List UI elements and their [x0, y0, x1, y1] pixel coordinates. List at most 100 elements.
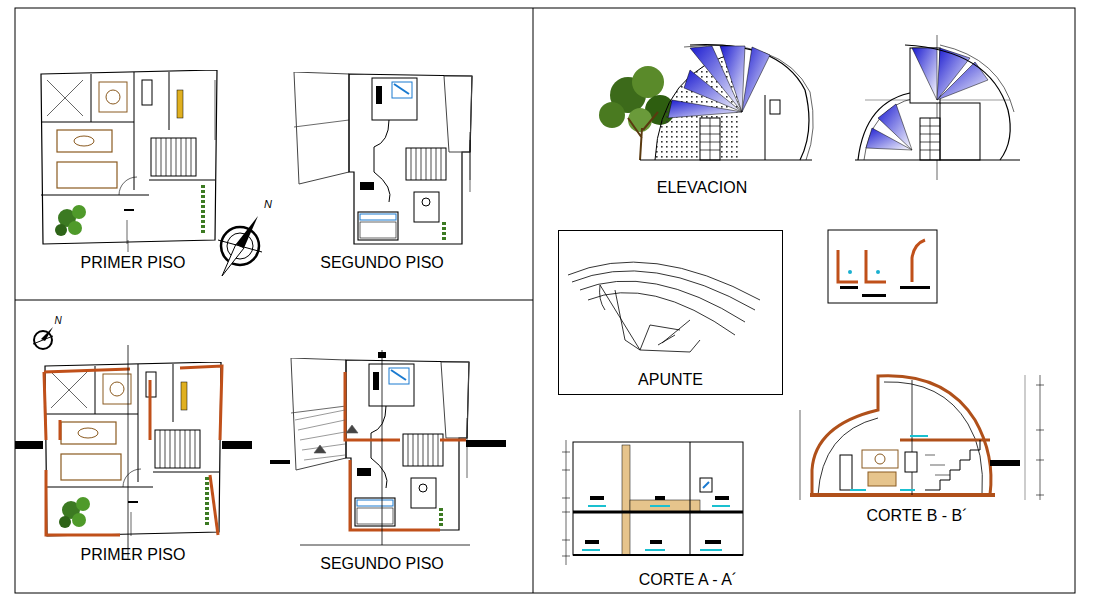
sketch-part: [640, 325, 680, 350]
sheet-frame-part: [15, 300, 533, 301]
roof-slope-part: [314, 445, 326, 453]
tree-part: [628, 112, 658, 160]
elevation-front-part: [700, 118, 720, 160]
section-b-part: [868, 472, 896, 486]
north-arrow-part: [236, 216, 258, 248]
north-arrow-part: [34, 331, 52, 349]
section-b-part: [1040, 375, 1041, 500]
section-b-part: [800, 410, 801, 500]
roof-slope: [295, 410, 358, 460]
sketch-part: [572, 271, 755, 310]
section-a-part: [690, 442, 691, 512]
detail-box-part: [828, 230, 937, 303]
north-arrow-part: [33, 336, 53, 344]
structure-walls-part: [350, 460, 440, 530]
section-b-part: [1025, 375, 1026, 500]
section-a-part: [690, 512, 691, 555]
sketch-part: [600, 285, 605, 310]
detail-box-part: [848, 270, 852, 274]
elevation-front-part: [742, 47, 770, 112]
elevation-side-part: [878, 104, 912, 150]
view-title: PRIMER PISO: [81, 546, 186, 564]
sketch-part: [615, 290, 640, 350]
section-b-part: [875, 454, 885, 464]
section-b-part: [884, 382, 982, 495]
detail-box-part: [876, 270, 880, 274]
elevation-side-part: [912, 48, 937, 100]
north-label: N: [54, 315, 61, 326]
section-b-part: [900, 439, 990, 442]
section-cut-line-part: [378, 352, 386, 358]
section-b-part: [810, 493, 995, 497]
structure-walls: [44, 366, 222, 535]
sheet-frame-part: [15, 8, 1075, 593]
north-arrow: [218, 216, 262, 276]
detail-box-part: [838, 250, 858, 282]
view-title: ELEVACION: [657, 179, 747, 197]
detail-box: [828, 230, 937, 303]
section-a-part: [573, 442, 743, 555]
section-b-part: [862, 450, 898, 468]
section-b-part: [912, 380, 913, 495]
plan-axis: [128, 80, 470, 252]
roof-slope-part: [346, 425, 358, 433]
structure-walls-part: [44, 372, 46, 440]
section-cut-line-part: [270, 460, 290, 464]
section-a-part: [590, 496, 604, 500]
sketch-part: [568, 262, 760, 300]
section-cut-line-part: [222, 441, 252, 449]
plan-axis-part: [128, 240, 129, 252]
sketch: [568, 262, 760, 352]
view-title: PRIMER PISO: [81, 254, 186, 272]
sketch-title: APUNTE: [638, 371, 703, 389]
sketch-part: [580, 281, 745, 322]
elevation-front-part: [684, 45, 813, 160]
first-floor-plan: [41, 70, 217, 244]
tree-part: [632, 66, 664, 98]
section-a-part: [715, 496, 729, 500]
section-a-part: [582, 506, 730, 550]
structure-walls: [345, 372, 466, 530]
elevation-front: [599, 45, 813, 160]
tree-part: [599, 102, 625, 128]
elevation-front-part: [700, 118, 720, 160]
section-cut-line-part: [128, 345, 129, 560]
north-arrow-part: [222, 244, 244, 276]
view-title: SEGUNDO PISO: [320, 555, 444, 573]
view-title: SEGUNDO PISO: [320, 254, 444, 272]
section-a-part: [655, 496, 665, 500]
structure-walls-part: [180, 366, 222, 440]
north-arrow: [33, 327, 53, 349]
tree-part: [628, 108, 652, 132]
second-floor-plan: [291, 358, 469, 530]
section-cut-line: [270, 350, 506, 545]
elevation-side-part: [940, 45, 1014, 112]
structure-walls-part: [46, 470, 120, 535]
section-a-part: [562, 452, 570, 556]
section-cut-line-part: [300, 545, 470, 546]
elevation-front-part: [640, 159, 812, 160]
sketch-frame: APUNTE: [558, 230, 783, 395]
sheet-frame: [15, 8, 1075, 593]
section-a-part: [622, 445, 630, 555]
sketch-part: [600, 285, 700, 352]
section-cut-line-part: [382, 350, 383, 545]
elevation-side-part: [937, 62, 988, 100]
section-cut-line-part: [15, 441, 43, 449]
elevation-side-part: [855, 159, 1020, 160]
north-arrow-part: [218, 240, 262, 252]
section-a-part: [705, 540, 721, 544]
detail-box-part: [866, 250, 886, 282]
elevation-side-part: [858, 92, 915, 160]
sketch-part: [658, 320, 690, 345]
elevation-side-part: [920, 118, 940, 160]
plan-axis-part: [215, 80, 216, 140]
elevation-front-part: [765, 95, 766, 160]
section-a-part: [703, 482, 709, 488]
section-a-part: [650, 540, 662, 544]
plan-axis-part: [470, 140, 471, 180]
section-b-part: [840, 455, 852, 490]
structure-walls-part: [149, 380, 152, 440]
